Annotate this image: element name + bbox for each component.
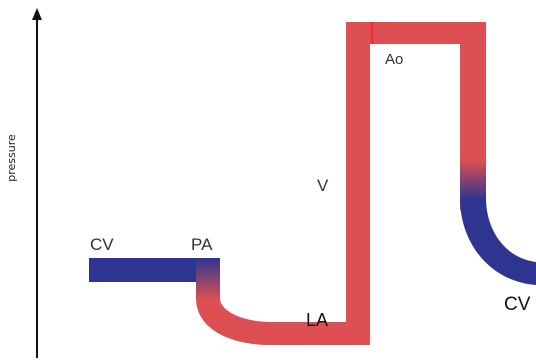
- aorta-top-vessel: [346, 22, 486, 44]
- pa-to-la-curve: [196, 298, 370, 345]
- axis-arrowhead-icon: [32, 8, 42, 20]
- label-ao: Ao: [385, 51, 403, 68]
- label-pa: PA: [191, 235, 213, 254]
- cv-right-curve: [460, 198, 536, 285]
- label-cv-right: CV: [504, 294, 531, 315]
- systemic-transition-vessel: [460, 160, 486, 200]
- pa-drop-vessel: [196, 258, 220, 300]
- label-la: LA: [306, 310, 328, 330]
- label-cv-left: CV: [90, 235, 114, 254]
- label-v: V: [317, 176, 329, 195]
- ventricle-vessel: [346, 44, 370, 345]
- pressure-axis-label: pressure: [5, 134, 18, 182]
- cv-left-vessel: [89, 258, 220, 282]
